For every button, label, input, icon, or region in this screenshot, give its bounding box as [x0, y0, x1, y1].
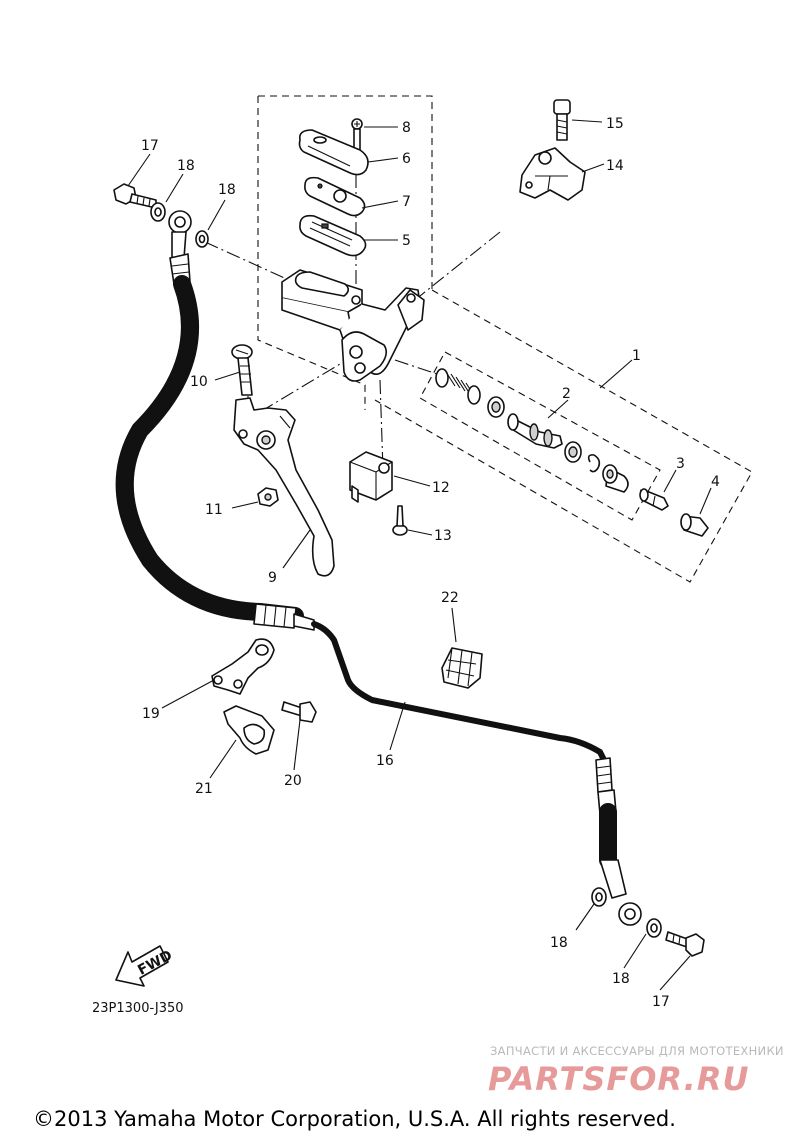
lever-9 — [233, 397, 335, 577]
callout-3: 3 — [676, 456, 685, 472]
banjo-bolt-17a — [113, 183, 157, 209]
callout-labels: 1 2 3 4 5 6 7 8 9 10 11 12 13 14 15 16 1… — [141, 116, 720, 1010]
callout-18-bottom-right: 18 — [612, 971, 630, 987]
clamp-19 — [211, 638, 275, 695]
master-cylinder-assy-box — [374, 289, 753, 583]
callout-7: 7 — [402, 194, 411, 210]
assembly-centerlines — [204, 150, 661, 505]
screw-13 — [392, 505, 408, 536]
cup-washer — [487, 396, 505, 418]
callout-19: 19 — [142, 706, 160, 722]
plate-7 — [304, 176, 366, 217]
callout-17-bottom: 17 — [652, 994, 670, 1010]
leader-lines — [127, 119, 712, 991]
adjuster-4 — [680, 513, 709, 537]
callout-18-top-right: 18 — [218, 182, 236, 198]
callout-22: 22 — [441, 590, 459, 606]
holder-14 — [519, 147, 586, 201]
circlip — [587, 454, 601, 473]
washer-18b — [195, 230, 209, 248]
banjo-bolt-17b — [665, 931, 705, 957]
callout-14: 14 — [606, 158, 624, 174]
callout-13: 13 — [434, 528, 452, 544]
callout-15: 15 — [606, 116, 624, 132]
bolt-10 — [231, 344, 253, 396]
brake-hose-16 — [115, 210, 642, 926]
callout-5: 5 — [402, 233, 411, 249]
clamp-21 — [223, 705, 275, 755]
fwd-arrow-icon: FWD — [115, 945, 175, 987]
callout-18-top-left: 18 — [177, 158, 195, 174]
cup-seal — [564, 441, 582, 463]
bolt-15 — [553, 99, 571, 141]
washer-18d — [646, 918, 662, 938]
nut-11 — [257, 487, 279, 507]
callout-21: 21 — [195, 781, 213, 797]
diaphragm-5 — [299, 214, 367, 257]
piston-kit-box — [419, 351, 661, 521]
callout-12: 12 — [432, 480, 450, 496]
callout-11: 11 — [205, 502, 223, 518]
bolt-20 — [281, 701, 317, 723]
cover-6 — [298, 129, 369, 176]
callout-16: 16 — [376, 753, 394, 769]
washer-18c — [591, 887, 607, 907]
piston-2 — [507, 413, 563, 449]
spring — [435, 368, 481, 405]
callout-4: 4 — [711, 474, 720, 490]
reservoir-group-box — [257, 95, 433, 410]
switch-12 — [349, 451, 393, 503]
callout-9: 9 — [268, 570, 277, 586]
diagram-code: 23P1300-J350 — [92, 1001, 184, 1016]
callout-18-bottom-left: 18 — [550, 935, 568, 951]
callout-8: 8 — [402, 120, 411, 136]
callout-2: 2 — [562, 386, 571, 402]
washer-18a — [150, 202, 166, 222]
screw-8 — [351, 118, 363, 151]
callout-6: 6 — [402, 151, 411, 167]
master-cylinder-body — [281, 269, 425, 382]
push-rod-3 — [639, 488, 669, 511]
guide-22 — [441, 647, 483, 689]
copyright-notice: ©2013 Yamaha Motor Corporation, U.S.A. A… — [33, 1107, 676, 1131]
callout-10: 10 — [190, 374, 208, 390]
callout-1: 1 — [632, 348, 641, 364]
callout-17-top: 17 — [141, 138, 159, 154]
watermark-logo: PARTSFOR.RU — [488, 1060, 749, 1098]
watermark: ЗАПЧАСТИ И АКСЕССУАРЫ ДЛЯ МОТОТЕХНИКИ PA… — [488, 1044, 784, 1098]
boot — [602, 464, 629, 493]
watermark-tagline: ЗАПЧАСТИ И АКСЕССУАРЫ ДЛЯ МОТОТЕХНИКИ — [490, 1044, 784, 1058]
callout-20: 20 — [284, 773, 302, 789]
